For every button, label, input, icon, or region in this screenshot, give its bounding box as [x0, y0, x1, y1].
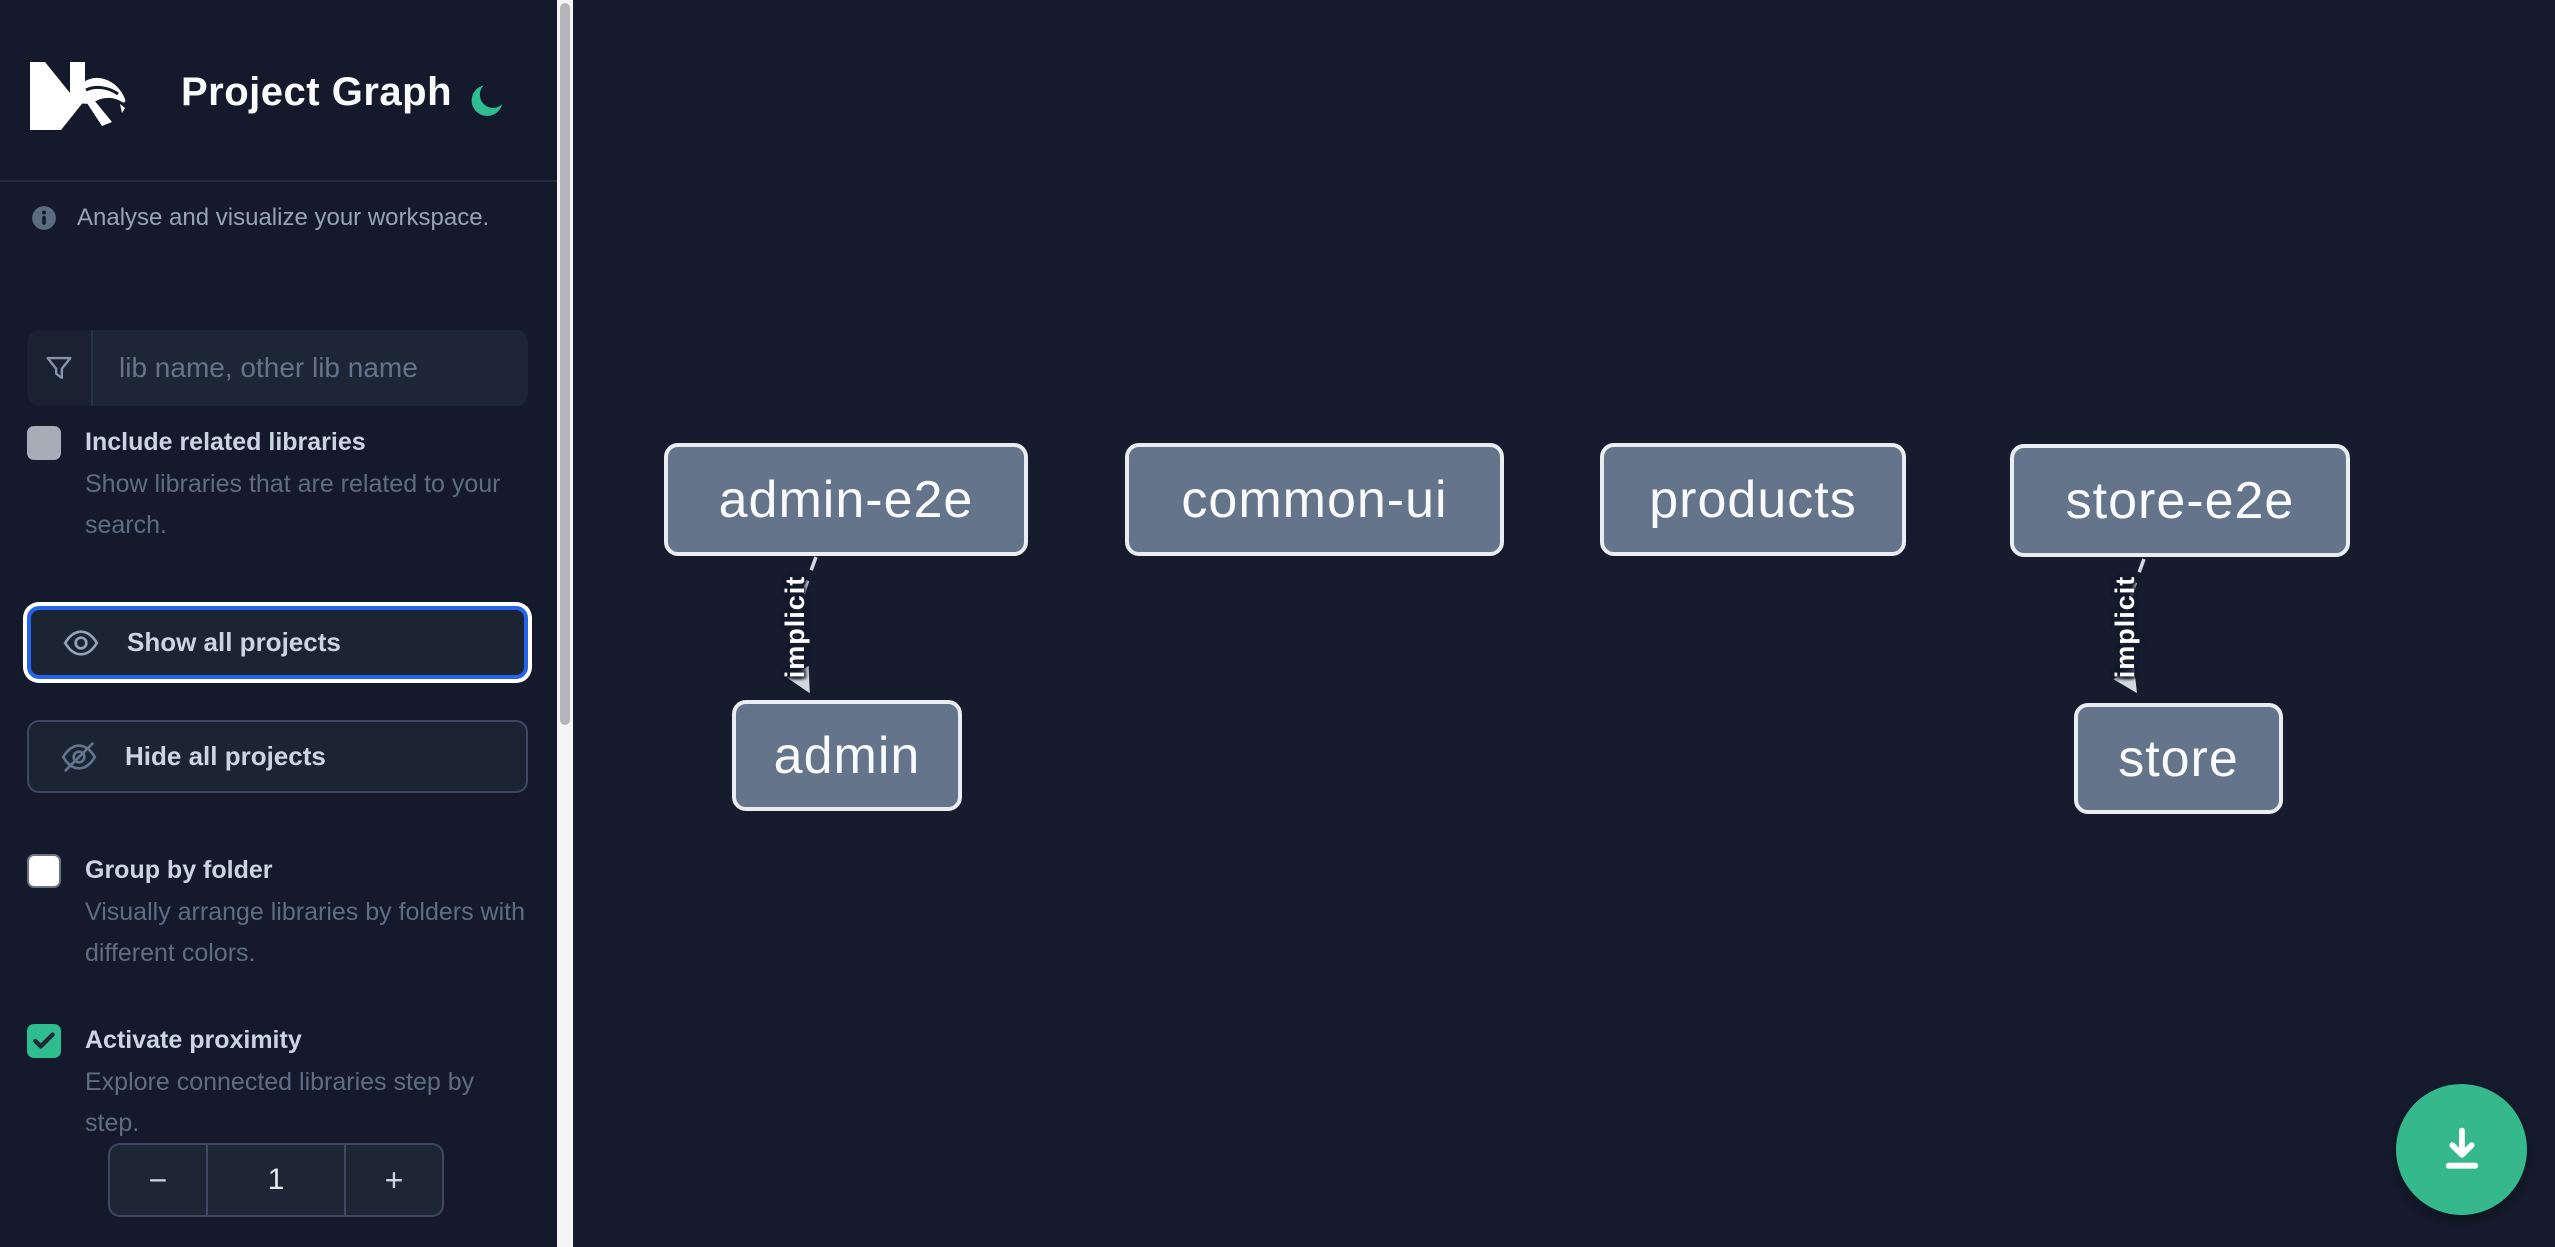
search-input[interactable] — [93, 330, 528, 406]
hide-all-projects-button[interactable]: Hide all projects — [27, 720, 528, 793]
proximity-increment-button[interactable]: + — [344, 1145, 442, 1215]
hide-all-projects-label: Hide all projects — [125, 741, 326, 771]
sidebar-scrollbar[interactable] — [557, 0, 573, 1247]
download-icon — [2445, 1127, 2478, 1169]
graph-node-store-e2e[interactable]: store-e2e — [2010, 444, 2350, 557]
edge-label-implicit-admin: implicit — [780, 575, 810, 679]
sidebar: Project Graph Analyse and visualize your… — [0, 0, 557, 1247]
check-icon — [33, 1032, 55, 1049]
activate-proximity-label: Activate proximity — [85, 1026, 302, 1054]
graph-node-admin[interactable]: admin — [732, 700, 962, 811]
graph-node-common-ui[interactable]: common-ui — [1125, 443, 1504, 556]
include-related-checkbox[interactable] — [27, 426, 61, 460]
project-graph-canvas[interactable]: implicit implicit admin-e2e common-ui pr… — [573, 0, 2555, 1247]
edge-label-implicit-store: implicit — [2110, 575, 2140, 679]
page-title: Project Graph — [181, 70, 453, 114]
proximity-decrement-button[interactable]: − — [110, 1145, 208, 1215]
group-by-folder-option: Group by folder Visually arrange librari… — [27, 852, 527, 974]
search-box — [27, 330, 528, 406]
group-by-folder-label: Group by folder — [85, 856, 273, 884]
activate-proximity-description: Explore connected libraries step by step… — [85, 1068, 475, 1137]
group-by-folder-description: Visually arrange libraries by folders wi… — [85, 898, 526, 967]
download-image-button[interactable] — [2396, 1084, 2527, 1215]
group-by-folder-checkbox[interactable] — [27, 854, 61, 888]
include-related-option: Include related libraries Show libraries… — [27, 424, 527, 546]
activate-proximity-checkbox[interactable] — [27, 1024, 61, 1058]
sidebar-scrollbar-thumb[interactable] — [560, 3, 570, 725]
tagline-text: Analyse and visualize your workspace. — [77, 204, 490, 231]
show-all-projects-label: Show all projects — [127, 627, 341, 657]
moon-icon[interactable] — [468, 80, 508, 120]
graph-node-store[interactable]: store — [2074, 703, 2283, 814]
activate-proximity-option: Activate proximity Explore connected lib… — [27, 1022, 527, 1144]
include-related-description: Show libraries that are related to your … — [85, 470, 501, 539]
include-related-label: Include related libraries — [85, 428, 366, 456]
show-all-projects-button[interactable]: Show all projects — [27, 606, 528, 679]
eye-off-icon — [59, 737, 99, 777]
graph-node-admin-e2e[interactable]: admin-e2e — [664, 443, 1028, 556]
graph-node-products[interactable]: products — [1600, 443, 1906, 556]
nx-logo-icon — [30, 62, 126, 130]
info-icon — [32, 206, 56, 230]
sidebar-header: Project Graph — [0, 0, 557, 182]
filter-icon — [27, 330, 93, 406]
eye-icon — [61, 623, 101, 663]
proximity-stepper: − 1 + — [108, 1143, 444, 1217]
proximity-value: 1 — [267, 1163, 285, 1196]
tagline-row: Analyse and visualize your workspace. — [31, 204, 489, 232]
graph-edges — [787, 556, 2146, 694]
